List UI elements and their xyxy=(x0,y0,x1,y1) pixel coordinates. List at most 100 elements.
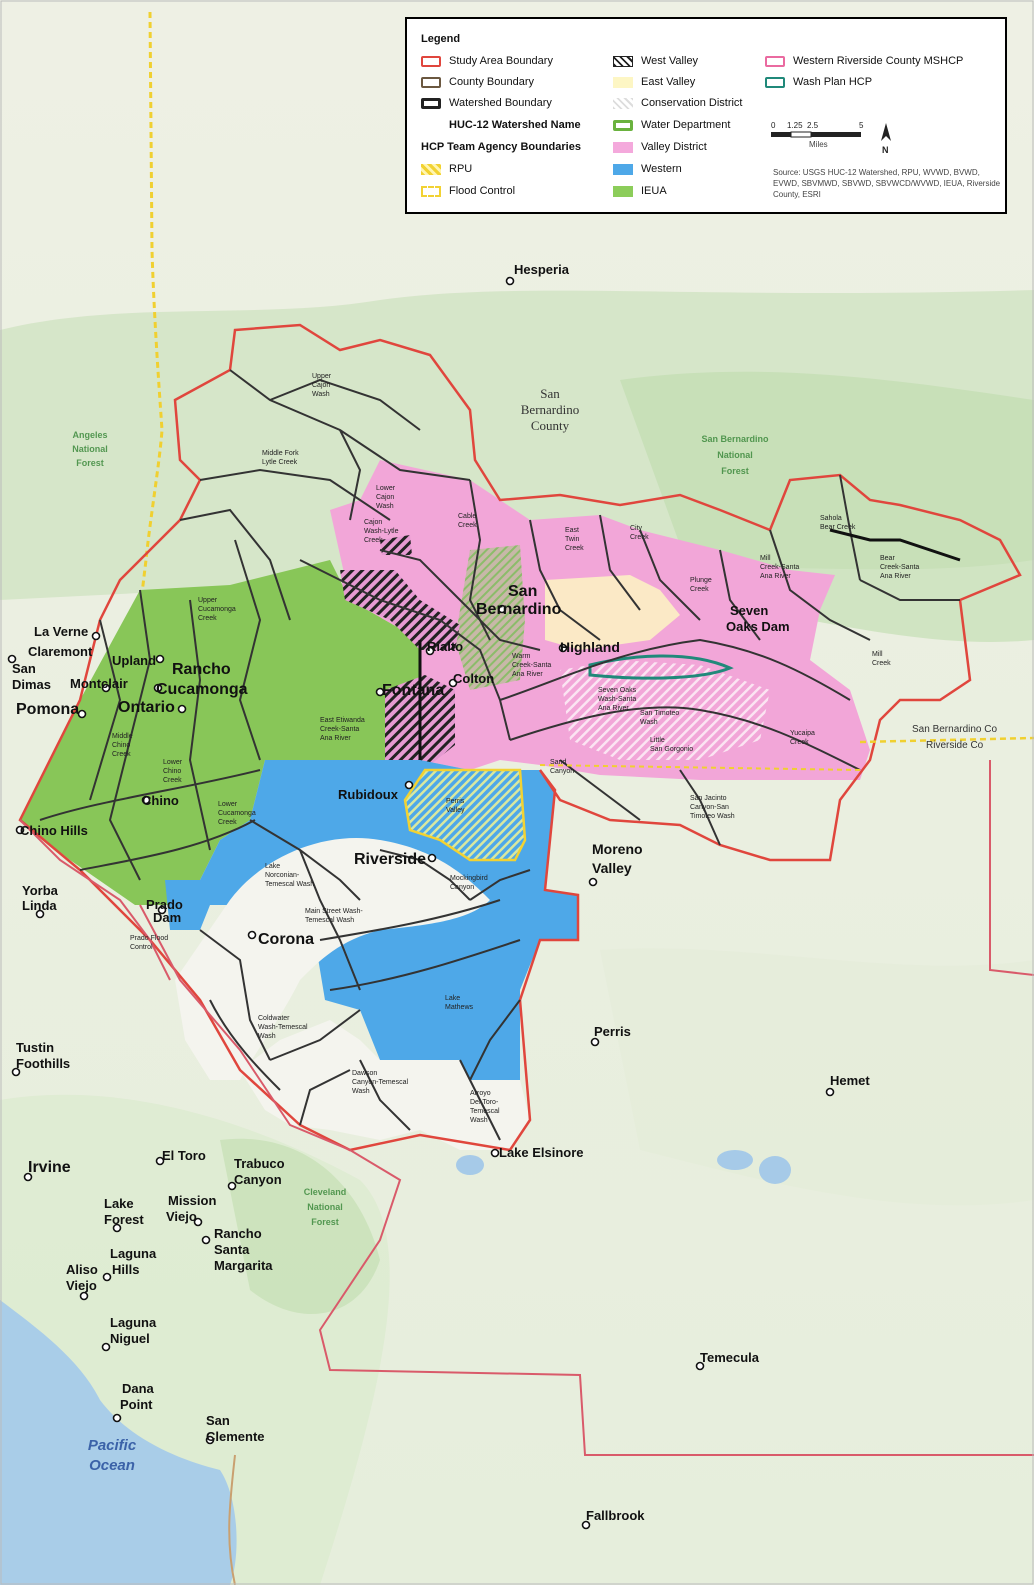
svg-text:Yorba: Yorba xyxy=(22,883,59,898)
svg-text:Yucaipa: Yucaipa xyxy=(790,730,815,737)
svg-text:Hesperia: Hesperia xyxy=(514,262,570,277)
svg-text:Bear Creek: Bear Creek xyxy=(820,524,856,531)
svg-text:Norconian-: Norconian- xyxy=(265,872,300,879)
legend-western: Western xyxy=(613,163,682,175)
svg-text:Trabuco: Trabuco xyxy=(234,1156,285,1171)
svg-text:Creek-Santa: Creek-Santa xyxy=(880,564,919,571)
svg-text:Twin: Twin xyxy=(565,536,580,543)
mshcp-swatch xyxy=(765,55,785,67)
svg-text:Middle: Middle xyxy=(112,733,133,740)
city-labels: Hesperia La Verne Claremont San Dimas Up… xyxy=(12,262,870,1523)
svg-text:Prado: Prado xyxy=(146,897,183,912)
svg-text:Dana: Dana xyxy=(122,1381,155,1396)
svg-text:Creek: Creek xyxy=(458,522,477,529)
svg-text:Cajon: Cajon xyxy=(376,494,394,501)
north-arrow-icon: N xyxy=(881,123,891,155)
svg-text:San: San xyxy=(508,583,537,600)
svg-text:Creek-Santa: Creek-Santa xyxy=(760,564,799,571)
svg-text:0: 0 xyxy=(771,121,776,130)
svg-text:Wash: Wash xyxy=(640,719,658,726)
svg-text:Creek: Creek xyxy=(364,537,383,544)
svg-text:Chino: Chino xyxy=(142,793,179,808)
watershed-boundary-segments xyxy=(418,528,961,760)
svg-text:Creek-Santa: Creek-Santa xyxy=(512,662,551,669)
scale-bar: 0 1.25 2.5 5 Miles N xyxy=(771,121,891,155)
svg-text:Irvine: Irvine xyxy=(28,1159,71,1176)
svg-text:Seven: Seven xyxy=(730,603,768,618)
legend-county-boundary: County Boundary xyxy=(421,76,534,88)
svg-text:Ana River: Ana River xyxy=(760,573,791,580)
svg-text:San Timoteo: San Timoteo xyxy=(640,710,679,717)
svg-text:Dimas: Dimas xyxy=(12,677,51,692)
pacific-ocean xyxy=(0,1300,237,1585)
legend-ieua: IEUA xyxy=(613,185,667,197)
legend-title: Legend xyxy=(421,33,461,45)
lake-perris xyxy=(717,1150,753,1170)
legend-hcp-heading: HCP Team Agency Boundaries xyxy=(421,141,581,153)
svg-text:Bernardino: Bernardino xyxy=(521,402,579,417)
svg-text:Creek: Creek xyxy=(630,534,649,541)
svg-text:Fontana: Fontana xyxy=(382,682,444,699)
western-swatch xyxy=(613,163,633,175)
legend-water-department: Water Department xyxy=(613,119,730,131)
svg-text:Forest: Forest xyxy=(311,1217,339,1227)
legend-wash-plan-hcp: Wash Plan HCP xyxy=(765,76,872,88)
svg-text:Lake: Lake xyxy=(104,1196,134,1211)
svg-text:Lake: Lake xyxy=(445,995,460,1002)
svg-text:Ana River: Ana River xyxy=(320,735,351,742)
svg-text:Upper: Upper xyxy=(198,597,218,604)
svg-text:Rancho: Rancho xyxy=(214,1226,262,1241)
study-area-swatch xyxy=(421,55,441,67)
svg-text:Wash-Temescal: Wash-Temescal xyxy=(258,1024,308,1031)
svg-text:Montclair: Montclair xyxy=(70,676,128,691)
svg-text:Ana River: Ana River xyxy=(880,573,911,580)
svg-text:Cajon: Cajon xyxy=(364,519,382,526)
svg-text:Creek: Creek xyxy=(163,777,182,784)
svg-text:Lake: Lake xyxy=(265,863,280,870)
legend-flood-control: Flood Control xyxy=(421,185,515,197)
legend-rpu: RPU xyxy=(421,163,472,175)
svg-text:Upland: Upland xyxy=(112,653,156,668)
svg-text:National: National xyxy=(72,444,108,454)
svg-text:Canyon: Canyon xyxy=(234,1172,282,1187)
svg-text:Mathews: Mathews xyxy=(445,1004,474,1011)
svg-text:Canyon-Temescal: Canyon-Temescal xyxy=(352,1079,408,1086)
svg-text:Viejo: Viejo xyxy=(166,1209,197,1224)
legend-watershed-boundary: Watershed Boundary xyxy=(421,97,552,109)
svg-text:Forest: Forest xyxy=(104,1212,144,1227)
svg-text:Ontario: Ontario xyxy=(118,699,175,716)
legend-huc12-name: HUC-12 Watershed Name xyxy=(449,119,581,131)
svg-text:San: San xyxy=(206,1413,230,1428)
svg-text:Chino: Chino xyxy=(163,768,181,775)
svg-text:Mill: Mill xyxy=(872,651,883,658)
svg-text:Miles: Miles xyxy=(809,140,828,149)
wash-plan-swatch xyxy=(765,76,785,88)
svg-text:Wash: Wash xyxy=(470,1117,488,1124)
svg-text:Forest: Forest xyxy=(721,466,749,476)
svg-text:Highland: Highland xyxy=(560,639,620,655)
county-boundary-orange xyxy=(19,819,171,981)
map-legend: Legend Study Area Boundary County Bounda… xyxy=(405,17,1007,214)
county-boundary-east xyxy=(989,760,1034,976)
svg-text:Perris: Perris xyxy=(446,798,465,805)
svg-text:Lower: Lower xyxy=(163,759,183,766)
svg-text:Creek: Creek xyxy=(198,615,217,622)
legend-east-valley: East Valley xyxy=(613,76,695,88)
svg-text:Perris: Perris xyxy=(594,1024,631,1039)
svg-text:Valley: Valley xyxy=(592,860,632,876)
valley-district-swatch xyxy=(613,141,633,153)
svg-text:Linda: Linda xyxy=(22,898,57,913)
lake-hemet xyxy=(759,1156,791,1184)
svg-text:Lower: Lower xyxy=(218,801,238,808)
svg-text:Wash-Santa: Wash-Santa xyxy=(598,696,636,703)
svg-text:Viejo: Viejo xyxy=(66,1278,97,1293)
svg-text:Wash: Wash xyxy=(376,503,394,510)
svg-text:Wash: Wash xyxy=(352,1088,370,1095)
svg-text:Mill: Mill xyxy=(760,555,771,562)
svg-text:1.25: 1.25 xyxy=(787,121,803,130)
svg-text:Angeles: Angeles xyxy=(72,430,107,440)
svg-text:Cucamonga: Cucamonga xyxy=(156,681,248,698)
watershed-boundary-swatch xyxy=(421,97,441,109)
flood-control-swatch xyxy=(421,185,441,197)
